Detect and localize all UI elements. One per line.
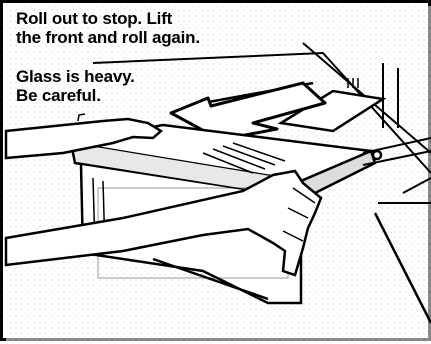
instruction-text: Roll out to stop. Lift the front and rol… [16,9,200,47]
refrigerator-illustration [3,3,431,344]
warning-text: Glass is heavy. Be careful. [16,67,135,105]
